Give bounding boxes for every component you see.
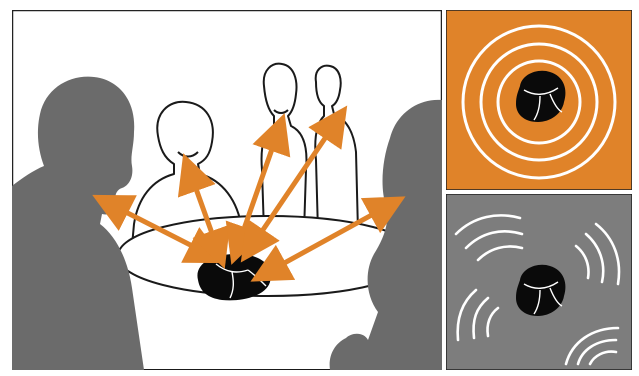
diffuse-pickup-panel [446,194,632,370]
conference-device [197,254,270,300]
meeting-scene-panel [12,10,442,370]
focused-pickup-panel [446,10,632,190]
